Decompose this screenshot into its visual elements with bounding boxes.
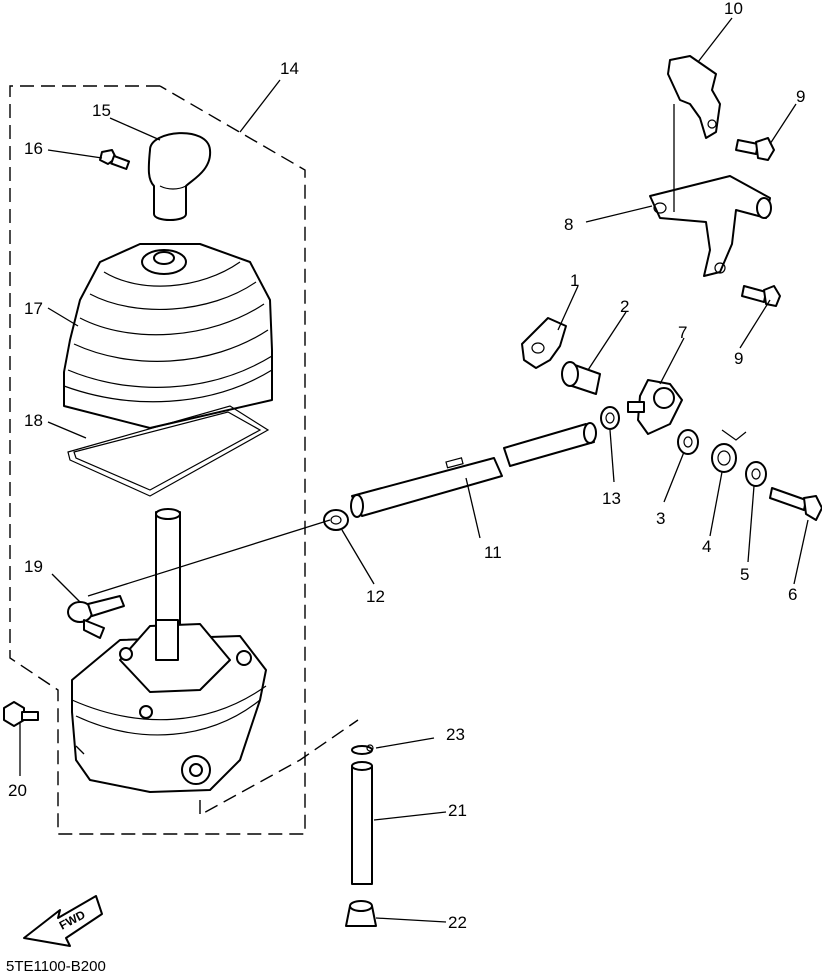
callout-2: 2 — [620, 297, 629, 316]
part-13-collar — [600, 406, 620, 430]
reference-line — [199, 719, 359, 817]
callout-22: 22 — [448, 913, 467, 932]
part-17-boot — [63, 243, 273, 429]
fwd-arrow-icon: FWD — [23, 895, 103, 947]
part-16-screw — [99, 149, 131, 170]
callout-9-upper: 9 — [796, 87, 805, 106]
part-10-clamp — [667, 55, 721, 139]
part-2-bushing — [561, 361, 601, 395]
callout-7: 7 — [678, 323, 687, 342]
callout-17: 17 — [24, 299, 43, 318]
part-21-pin — [351, 761, 373, 885]
part-6-bolt — [769, 487, 822, 521]
part-23-clip — [351, 744, 374, 755]
callout-19: 19 — [24, 557, 43, 576]
callout-1: 1 — [570, 271, 579, 290]
callout-14: 14 — [280, 59, 299, 78]
callout-3: 3 — [656, 509, 665, 528]
callout-labels: 1 2 3 4 5 6 7 8 9 9 10 11 12 13 14 15 16… — [8, 0, 805, 932]
part-18-gasket — [67, 405, 270, 497]
part-1-clip — [521, 317, 567, 369]
callout-8: 8 — [564, 215, 573, 234]
part-12-nut — [323, 509, 349, 531]
part-15-knob — [147, 132, 212, 221]
callout-9-lower: 9 — [734, 349, 743, 368]
callout-13: 13 — [602, 489, 621, 508]
part-22-grommet — [345, 900, 377, 927]
shift-rod — [155, 508, 181, 633]
callout-10: 10 — [724, 0, 743, 18]
part-11-shaft — [350, 422, 597, 518]
part-8-bracket — [649, 175, 772, 277]
part-3-washer — [677, 429, 699, 455]
assembly-boundary — [9, 85, 306, 835]
part-19-bolt — [67, 595, 125, 639]
callout-16: 16 — [24, 139, 43, 158]
part-9-bolt-lower — [741, 285, 781, 307]
part-4-spring — [711, 429, 747, 473]
shift-base-housing — [71, 619, 267, 793]
callout-20: 20 — [8, 781, 27, 800]
part-9-bolt-upper — [735, 137, 775, 161]
callout-23: 23 — [446, 725, 465, 744]
callout-21: 21 — [448, 801, 467, 820]
leader-lines — [19, 17, 809, 923]
callout-15: 15 — [92, 101, 111, 120]
callout-18: 18 — [24, 411, 43, 430]
callout-5: 5 — [740, 565, 749, 584]
callout-12: 12 — [366, 587, 385, 606]
callout-6: 6 — [788, 585, 797, 604]
part-20-bolt — [3, 701, 39, 727]
part-7-lever — [627, 379, 683, 435]
diagram-code: 5TE1100-B200 — [6, 958, 106, 974]
callout-11: 11 — [484, 543, 502, 562]
part-5-washer — [745, 461, 767, 487]
callout-4: 4 — [702, 537, 711, 556]
